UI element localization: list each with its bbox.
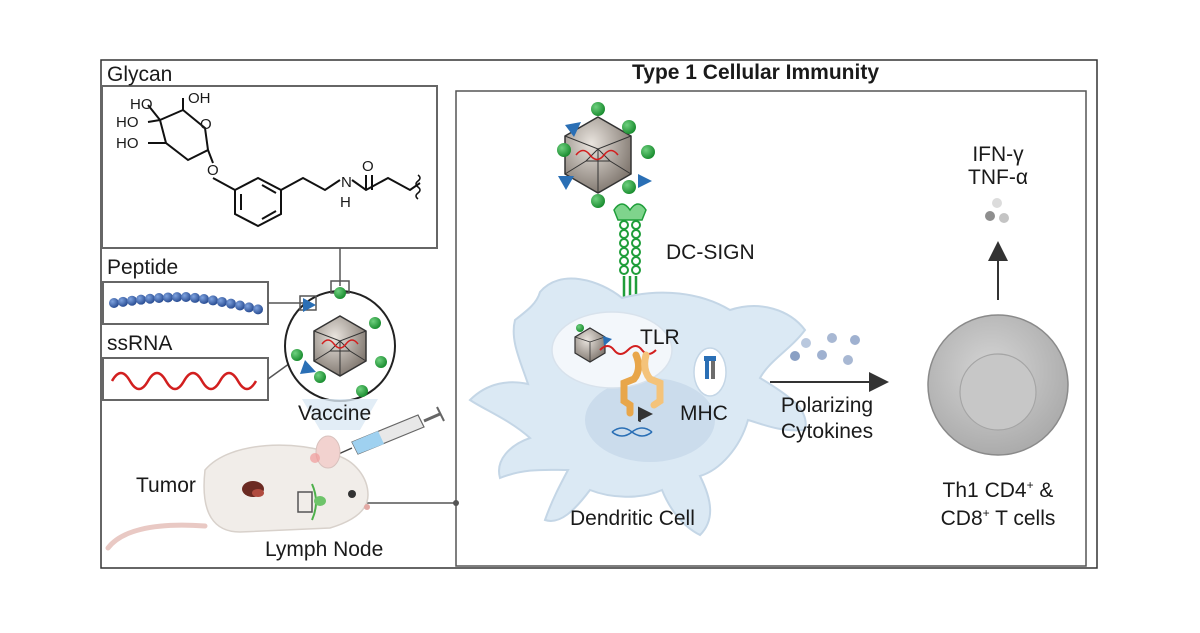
tcell-line1-main: Th1 CD4: [942, 479, 1027, 502]
peptide-bead: [190, 292, 200, 303]
peptide-bead: [181, 292, 191, 302]
peptide-bead: [235, 300, 245, 311]
vaccine-glycans-small: [291, 287, 387, 397]
lymph-node-label: Lymph Node: [265, 538, 384, 561]
atom-oh-1: OH: [188, 90, 211, 107]
peptide-bead: [109, 298, 119, 308]
peptide-bead: [172, 292, 182, 303]
peptide-bead: [244, 302, 254, 313]
vaccine-particle-large: [564, 116, 632, 194]
atom-o-carbonyl: O: [362, 158, 374, 175]
tlr-receptor: [620, 351, 664, 417]
peptide-chain: [109, 292, 263, 315]
peptide-bead: [199, 294, 209, 305]
peptide-bead: [253, 304, 263, 315]
dendritic-cell-label: Dendritic Cell: [570, 507, 695, 530]
wavy-bond: [415, 174, 421, 200]
vaccine-glycans-large: [557, 102, 655, 208]
tcell-line1-end: &: [1033, 479, 1054, 502]
outer-frame: [100, 59, 1098, 569]
ifn-gamma-label: IFN-γ: [972, 143, 1024, 166]
atom-o-link: O: [207, 162, 219, 179]
peptide-bead: [154, 293, 164, 304]
syringe: [324, 406, 445, 461]
peptide-label: Peptide: [107, 256, 179, 279]
tcell-label-line1: Th1 CD4+ &: [918, 479, 1078, 503]
peptide-bead: [127, 295, 137, 306]
tcell-line2-end: T cells: [989, 507, 1056, 530]
peptide-bead: [163, 292, 173, 303]
mouse-illustration: [105, 435, 370, 551]
tlr-label: TLR: [640, 326, 680, 349]
polarizing-label: Polarizing: [780, 394, 874, 417]
ssrna-strand: [110, 371, 258, 391]
tcell-line2-main: CD8: [940, 507, 983, 530]
secreted-cytokine-dots: [985, 198, 1009, 223]
tcell-line2-sup: +: [982, 506, 990, 520]
peptide-bead: [208, 295, 218, 306]
vaccine-peptides-small: [300, 298, 316, 374]
panel-title: Type 1 Cellular Immunity: [632, 61, 880, 84]
cytokines-label: Cytokines: [780, 420, 874, 443]
polarizing-cytokine-dots: [790, 333, 860, 365]
peptide-bead: [136, 294, 146, 305]
tcell-line1-sup: +: [1026, 478, 1034, 492]
tcell-label-line2: CD8+ T cells: [918, 507, 1078, 531]
atom-ho-2: HO: [116, 114, 139, 131]
mhc-label: MHC: [680, 402, 728, 425]
atom-n: N: [341, 174, 352, 191]
vaccine-zoom-cone: [302, 399, 378, 430]
dna: [611, 406, 653, 437]
tnf-alpha-label: TNF-α: [968, 166, 1028, 189]
ssrna-label: ssRNA: [107, 332, 173, 355]
t-cell-nucleus: [959, 353, 1037, 431]
peptide-bead: [217, 296, 227, 307]
vaccine-peptides-large: [558, 122, 652, 190]
glycan-label: Glycan: [107, 63, 173, 86]
glycan-structure: [147, 98, 421, 228]
peptide-bead: [145, 293, 155, 304]
dc-sign-receptor: [613, 203, 647, 304]
atom-o-ring: O: [200, 116, 212, 133]
tumor-label: Tumor: [136, 474, 196, 497]
atom-ho-1: HO: [130, 96, 153, 113]
vaccine-label: Vaccine: [298, 402, 372, 425]
vaccine-particle-small: [313, 315, 367, 377]
peptide-bead: [226, 298, 236, 309]
endosome: [551, 311, 673, 389]
atom-h: H: [340, 194, 351, 211]
peptide-bead: [118, 296, 128, 307]
atom-ho-3: HO: [116, 135, 139, 152]
right-panel-frame: [455, 90, 1087, 567]
dc-sign-label: DC-SIGN: [666, 241, 755, 264]
mhc-molecule: [693, 347, 727, 397]
